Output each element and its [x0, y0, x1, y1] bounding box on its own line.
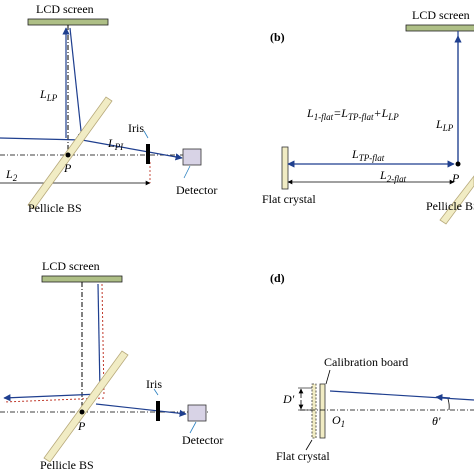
panel-d-tag: (d) — [270, 271, 285, 285]
panel-b-l-tp-label: LTP-flat — [351, 147, 385, 163]
panel-b-lcd-screen — [405, 24, 474, 32]
panel-c-detector-label: Detector — [182, 433, 223, 447]
panel-a-pellicle-bs — [27, 96, 113, 210]
panel-c-bs-label: Pellicle BS — [40, 458, 94, 472]
panel-a-detector-label: Detector — [176, 183, 217, 197]
panel-d-beam-arrow — [435, 393, 451, 402]
panel-a-point-p — [65, 152, 71, 158]
panel-a-l-lp-label: LLP — [39, 87, 58, 103]
panel-d-calibration-board — [319, 383, 326, 439]
panel-d-theta-label: θ′ — [432, 414, 441, 428]
panel-b-l2-label: L2-flat — [379, 168, 407, 184]
panel-d-o1-label: O1 — [332, 413, 345, 429]
panel-c-point-p — [79, 409, 85, 415]
panel-a-iris — [146, 144, 150, 164]
panel-b-flat-label: Flat crystal — [262, 192, 316, 206]
panel-a-iris-label: Iris — [128, 121, 144, 135]
panel-b-p-label: P — [451, 171, 460, 185]
panel-b-flat-crystal — [281, 146, 289, 190]
panel-c-beam-out — [3, 393, 101, 402]
panel-c-lcd-label: LCD screen — [42, 259, 100, 273]
panel-c-iris-label: Iris — [146, 377, 162, 391]
panel-c-beam-detector — [95, 403, 187, 417]
panel-d: (d) Calibration board D′ O1 θ′ Flat crys… — [270, 271, 474, 463]
panel-d-flat-crystal — [311, 383, 317, 439]
panel-c-iris-leader — [153, 388, 159, 396]
panel-a-detector-leader — [183, 165, 191, 179]
panel-d-calib-leader — [325, 369, 331, 385]
panel-a: LCD screen LLP LPI Iris P L2 Pellicle BS… — [0, 2, 217, 215]
panel-c-iris — [156, 401, 160, 421]
panel-b: (b) LCD screen L1-flat=LTP-flat+LLP LLP … — [262, 8, 474, 225]
panel-c-detector-leader — [189, 421, 197, 434]
panel-a-lcd-label: LCD screen — [36, 2, 94, 16]
panel-a-iris-leader — [143, 130, 149, 139]
panel-a-beam-down — [69, 27, 85, 141]
panel-c-lcd-screen — [41, 275, 123, 283]
panel-b-pellicle-bs — [439, 175, 474, 225]
panel-a-beam-in — [0, 137, 83, 141]
panel-c-p-label: P — [77, 419, 86, 433]
panel-b-point-p — [455, 161, 461, 167]
panel-a-lcd-screen — [27, 18, 109, 26]
panel-b-tag: (b) — [270, 30, 285, 44]
panel-b-lcd-label: LCD screen — [412, 8, 470, 22]
panel-a-detector — [182, 148, 202, 166]
panel-a-l2-label: L2 — [5, 167, 18, 183]
panel-a-l-pi-label: LPI — [107, 136, 124, 152]
panel-a-bs-label: Pellicle BS — [28, 201, 82, 215]
panel-d-calib-label: Calibration board — [324, 355, 408, 369]
panel-c-detector — [187, 404, 207, 422]
panel-d-theta-arc — [447, 398, 450, 411]
panel-d-beam — [329, 390, 474, 401]
panel-c-pellicle-bs — [43, 350, 129, 463]
panel-c-beam-vertical — [97, 283, 101, 393]
panel-b-equation: L1-flat=LTP-flat+LLP — [306, 106, 399, 122]
panel-d-d-prime-label: D′ — [282, 392, 295, 406]
panel-d-flat-leader — [305, 439, 313, 451]
panel-d-flat-label: Flat crystal — [276, 449, 330, 463]
panel-b-l-lp-label: LLP — [435, 117, 454, 133]
panel-a-p-label: P — [63, 161, 72, 175]
panel-a-beam-detector — [81, 139, 183, 161]
panel-c: LCD screen Iris P Pellicle BS Detector — [0, 259, 223, 472]
panel-b-bs-label: Pellicle BS — [426, 199, 474, 213]
